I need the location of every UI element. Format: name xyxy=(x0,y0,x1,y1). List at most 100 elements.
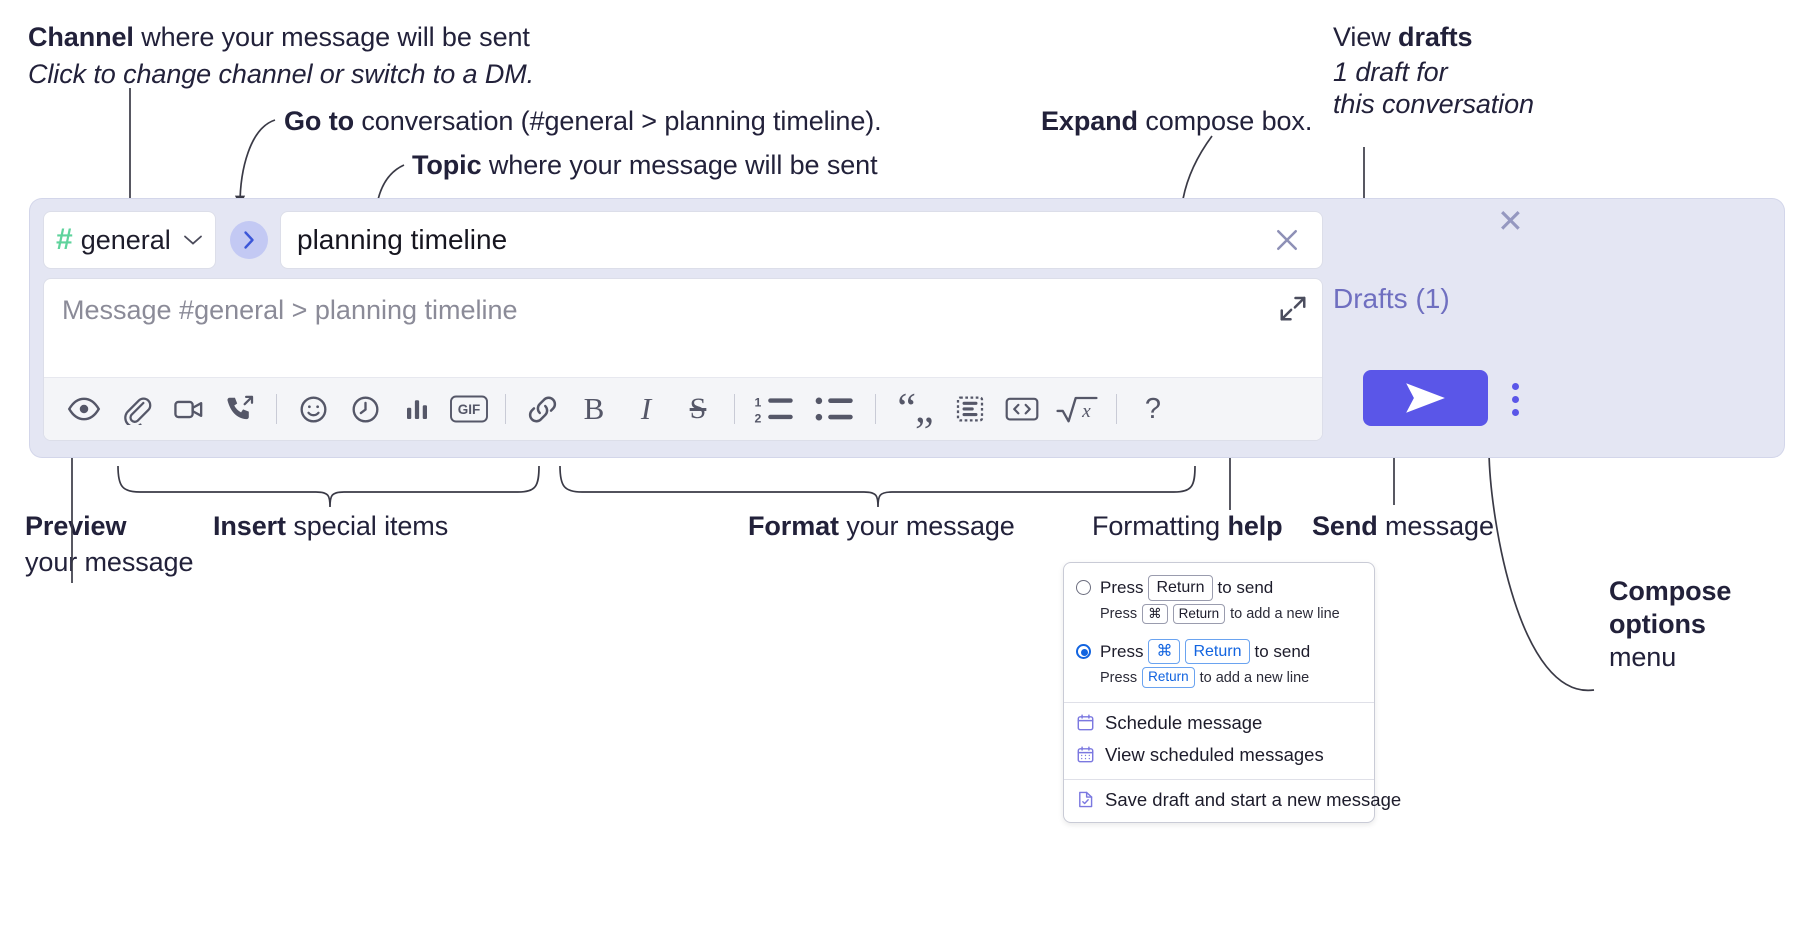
code-block-icon[interactable] xyxy=(944,383,996,435)
channel-name: general xyxy=(80,224,171,255)
code-icon[interactable] xyxy=(996,383,1048,435)
menu-item-save-draft-label: Save draft and start a new message xyxy=(1105,788,1402,810)
svg-text:x: x xyxy=(1081,401,1091,422)
topic-input[interactable]: planning timeline xyxy=(280,211,1323,269)
calendar-schedule-icon xyxy=(1076,713,1095,732)
calendar-view-icon xyxy=(1076,745,1095,764)
poll-icon[interactable] xyxy=(391,383,443,435)
emoji-icon[interactable] xyxy=(287,383,339,435)
ordered-list-icon[interactable]: 1 2 xyxy=(745,383,805,435)
drafts-link[interactable]: Drafts (1) xyxy=(1333,283,1450,314)
annotation-send-rest: message xyxy=(1377,511,1494,541)
annotation-insert-bold: Insert xyxy=(213,511,286,541)
help-glyph: ? xyxy=(1144,392,1162,425)
audio-call-icon[interactable] xyxy=(214,383,266,435)
option1-lead: Press xyxy=(1100,577,1144,597)
menu-item-view-scheduled-label: View scheduled messages xyxy=(1105,743,1324,765)
key-return-sub: Return xyxy=(1172,603,1226,624)
annotation-drafts-italic-2: this conversation xyxy=(1333,89,1534,120)
svg-text:GIF: GIF xyxy=(458,402,481,417)
annotation-help-bold: help xyxy=(1227,511,1283,541)
annotation-preview-bold: Preview xyxy=(25,511,127,541)
annotation-drafts-lead: View xyxy=(1333,22,1399,52)
goto-conversation-button[interactable] xyxy=(230,221,268,259)
compose-options-menu-button[interactable] xyxy=(1502,374,1528,424)
annotation-compose-options: Compose options menu xyxy=(1609,575,1814,674)
annotation-channel: Channel where your message will be sent … xyxy=(28,22,648,90)
option2-sub-tail: to add a new line xyxy=(1199,669,1310,686)
video-icon[interactable] xyxy=(162,383,214,435)
svg-text:2: 2 xyxy=(755,412,762,424)
blockquote-icon[interactable]: “„ xyxy=(886,383,944,435)
math-icon[interactable]: x xyxy=(1048,383,1106,435)
annotation-help-lead: Formatting xyxy=(1092,511,1228,541)
key-return: Return xyxy=(1148,575,1213,601)
expand-compose-icon[interactable] xyxy=(1278,293,1308,323)
menu-divider xyxy=(1064,701,1374,703)
kebab-dot-2 xyxy=(1511,395,1519,403)
send-button[interactable] xyxy=(1363,370,1488,426)
strikethrough-icon[interactable]: S xyxy=(672,383,724,435)
formatting-toolbar: GIF B xyxy=(44,377,1322,440)
clock-icon[interactable] xyxy=(339,383,391,435)
send-option-return[interactable]: Press Return to send xyxy=(1064,573,1374,601)
channel-selector[interactable]: # general xyxy=(43,211,216,269)
send-option-cmd-return[interactable]: Press ⌘ Return to send xyxy=(1064,637,1374,665)
bulleted-list-icon[interactable] xyxy=(805,383,865,435)
chevron-down-icon xyxy=(183,234,203,246)
bold-icon[interactable]: B xyxy=(568,383,620,435)
annotation-channel-rest: where your message will be sent xyxy=(133,22,530,52)
preview-icon[interactable] xyxy=(58,383,110,435)
annotation-goto: Go to conversation (#general > planning … xyxy=(284,106,984,138)
italic-icon[interactable]: I xyxy=(620,383,672,435)
compose-options-menu: Press Return to send Press ⌘ Return to a… xyxy=(1063,562,1401,823)
send-icon xyxy=(1405,383,1445,413)
annotation-preview-rest: your message xyxy=(25,546,194,577)
annotation-format: Format your message xyxy=(748,511,1168,543)
kebab-dot-1 xyxy=(1511,382,1519,390)
send-option-return-sub: Press ⌘ Return to add a new line xyxy=(1064,601,1374,630)
clear-topic-icon[interactable] xyxy=(1266,225,1308,255)
topic-value: planning timeline xyxy=(297,224,508,255)
key-return-2: Return xyxy=(1185,638,1250,665)
annotation-insert: Insert special items xyxy=(213,511,673,543)
annotation-goto-rest: conversation (#general > planning timeli… xyxy=(353,106,882,136)
annotation-compose-bold-1: Compose xyxy=(1609,576,1732,606)
close-icon[interactable]: ✕ xyxy=(1497,203,1524,239)
compose-widget: ✕ Drafts (1) # general xyxy=(30,199,1784,457)
annotation-channel-bold: Channel xyxy=(28,22,134,52)
annotation-drafts-bold: drafts xyxy=(1398,22,1473,52)
menu-item-schedule-label: Schedule message xyxy=(1105,711,1263,733)
menu-divider-2 xyxy=(1064,778,1374,780)
annotation-topic-rest: where your message will be sent xyxy=(481,150,878,180)
option1-sub-lead: Press xyxy=(1100,605,1138,622)
annotation-formatting-help: Formatting help xyxy=(1092,511,1422,543)
annotation-insert-rest: special items xyxy=(285,511,449,541)
strikethrough-glyph: S xyxy=(689,392,707,425)
menu-item-save-draft[interactable]: Save draft and start a new message xyxy=(1064,784,1401,816)
send-option-cmd-return-sub: Press Return to add a new line xyxy=(1064,664,1374,693)
annotation-expand-bold: Expand xyxy=(1041,106,1138,136)
link-icon[interactable] xyxy=(516,383,568,435)
message-input[interactable]: Message #general > planning timeline xyxy=(44,279,1322,377)
chevron-right-icon xyxy=(244,231,254,249)
message-placeholder: Message #general > planning timeline xyxy=(62,295,518,325)
annotation-topic-bold: Topic xyxy=(412,150,482,180)
radio-return[interactable] xyxy=(1076,580,1091,596)
toolbar-separator xyxy=(1116,394,1117,424)
menu-item-view-scheduled[interactable]: View scheduled messages xyxy=(1064,739,1374,771)
annotation-topic: Topic where your message will be sent xyxy=(412,150,1052,182)
help-icon[interactable]: ? xyxy=(1127,383,1179,435)
annotation-expand: Expand compose box. xyxy=(1041,106,1461,138)
annotation-compose-bold-2: options xyxy=(1609,608,1706,639)
annotation-format-rest: your message xyxy=(838,511,1015,541)
key-return-sub-2: Return xyxy=(1142,667,1195,688)
gif-icon[interactable]: GIF xyxy=(443,383,495,435)
option1-tail: to send xyxy=(1217,577,1274,597)
quote-glyph: “„ xyxy=(897,385,933,432)
radio-cmd-return[interactable] xyxy=(1076,644,1091,660)
menu-item-schedule-message[interactable]: Schedule message xyxy=(1064,707,1374,739)
attachment-icon[interactable] xyxy=(110,383,162,435)
